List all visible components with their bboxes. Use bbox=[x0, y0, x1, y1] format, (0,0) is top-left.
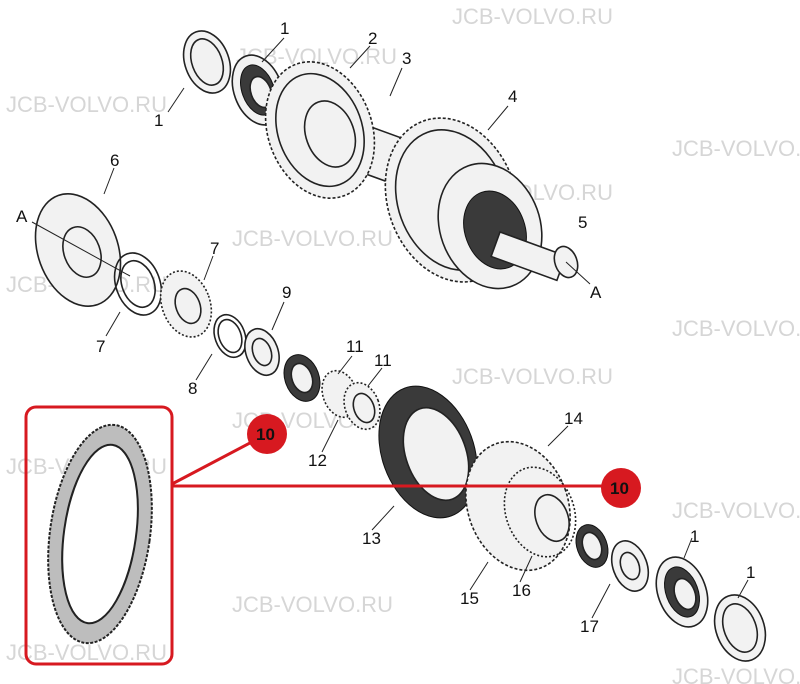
label-part-1: 1 bbox=[154, 111, 163, 130]
label-part-1: 1 bbox=[746, 563, 755, 582]
label-part-17: 17 bbox=[580, 617, 599, 636]
part-2-3-helical-gear-shaft bbox=[264, 61, 444, 199]
part-1-bearing-cup-top bbox=[182, 30, 232, 94]
label-part-13: 13 bbox=[362, 529, 381, 548]
label-part-6: 6 bbox=[110, 151, 119, 170]
part-5-shaft-end bbox=[490, 230, 591, 285]
part-17-thrust-washer bbox=[610, 540, 650, 592]
part-6-thrust-plate bbox=[31, 193, 131, 307]
watermark: JCB-VOLVO.RU bbox=[452, 4, 613, 29]
watermark: JCB-VOLVO.RU bbox=[672, 316, 800, 341]
part-14-15-16-gear-assembly bbox=[465, 440, 577, 572]
label-part-1: 1 bbox=[690, 527, 699, 546]
part-7-thrust-washer bbox=[113, 252, 163, 316]
part-9-thrust-washer bbox=[244, 327, 280, 377]
part-10-needle-thrust-bearing bbox=[283, 354, 321, 402]
label-part-1: 1 bbox=[280, 19, 289, 38]
part-7-spur-gear bbox=[159, 270, 213, 338]
label-part-7: 7 bbox=[96, 337, 105, 356]
watermark: JCB-VOLVO.RU bbox=[6, 640, 167, 665]
watermark: JCB-VOLVO.RU bbox=[232, 592, 393, 617]
part-4-large-gear-drum bbox=[384, 117, 543, 290]
label-part-5: 5 bbox=[578, 213, 587, 232]
label-part-3: 3 bbox=[402, 49, 411, 68]
callout-badge-label: 10 bbox=[610, 479, 629, 498]
callout-badge-label: 10 bbox=[256, 425, 275, 444]
part-11-needle-bearing bbox=[321, 369, 381, 431]
watermark: JCB-VOLVO.RU bbox=[672, 498, 800, 523]
label-part-15: 15 bbox=[460, 589, 479, 608]
part-1-bearing-cup-bottom bbox=[713, 594, 767, 662]
label-part-16: 16 bbox=[512, 581, 531, 600]
label-axis-a: A bbox=[590, 283, 602, 302]
label-part-7: 7 bbox=[210, 239, 219, 258]
callout-box bbox=[24, 405, 174, 666]
part-10-needle-thrust-bearing-right bbox=[575, 524, 609, 568]
watermark: JCB-VOLVO.RU bbox=[672, 136, 800, 161]
callout-badge-right: 10 bbox=[601, 468, 641, 508]
callout-badge-left: 10 bbox=[247, 414, 287, 454]
part-1-bearing-cone-bottom bbox=[655, 556, 709, 628]
enlarged-needle-thrust-bearing bbox=[47, 423, 153, 645]
label-part-4: 4 bbox=[508, 87, 517, 106]
label-part-2: 2 bbox=[368, 29, 377, 48]
label-part-11: 11 bbox=[374, 351, 392, 370]
watermark: JCB-VOLVO.RU bbox=[6, 92, 167, 117]
label-part-11: 11 bbox=[346, 337, 364, 356]
watermark: JCB-VOLVO.RU bbox=[452, 364, 613, 389]
label-part-14: 14 bbox=[564, 409, 583, 428]
watermark: JCB-VOLVO.RU bbox=[672, 664, 800, 684]
label-axis-a: A bbox=[16, 207, 28, 226]
part-labels: 1 1 2 3 4 5 6 7 7 8 9 11 11 12 13 14 15 … bbox=[16, 19, 755, 636]
part-8-snap-ring bbox=[213, 313, 247, 359]
label-part-9: 9 bbox=[282, 283, 291, 302]
label-leaders bbox=[103, 37, 749, 619]
label-part-8: 8 bbox=[188, 379, 197, 398]
watermark: JCB-VOLVO.RU bbox=[232, 226, 393, 251]
label-part-12: 12 bbox=[308, 451, 327, 470]
